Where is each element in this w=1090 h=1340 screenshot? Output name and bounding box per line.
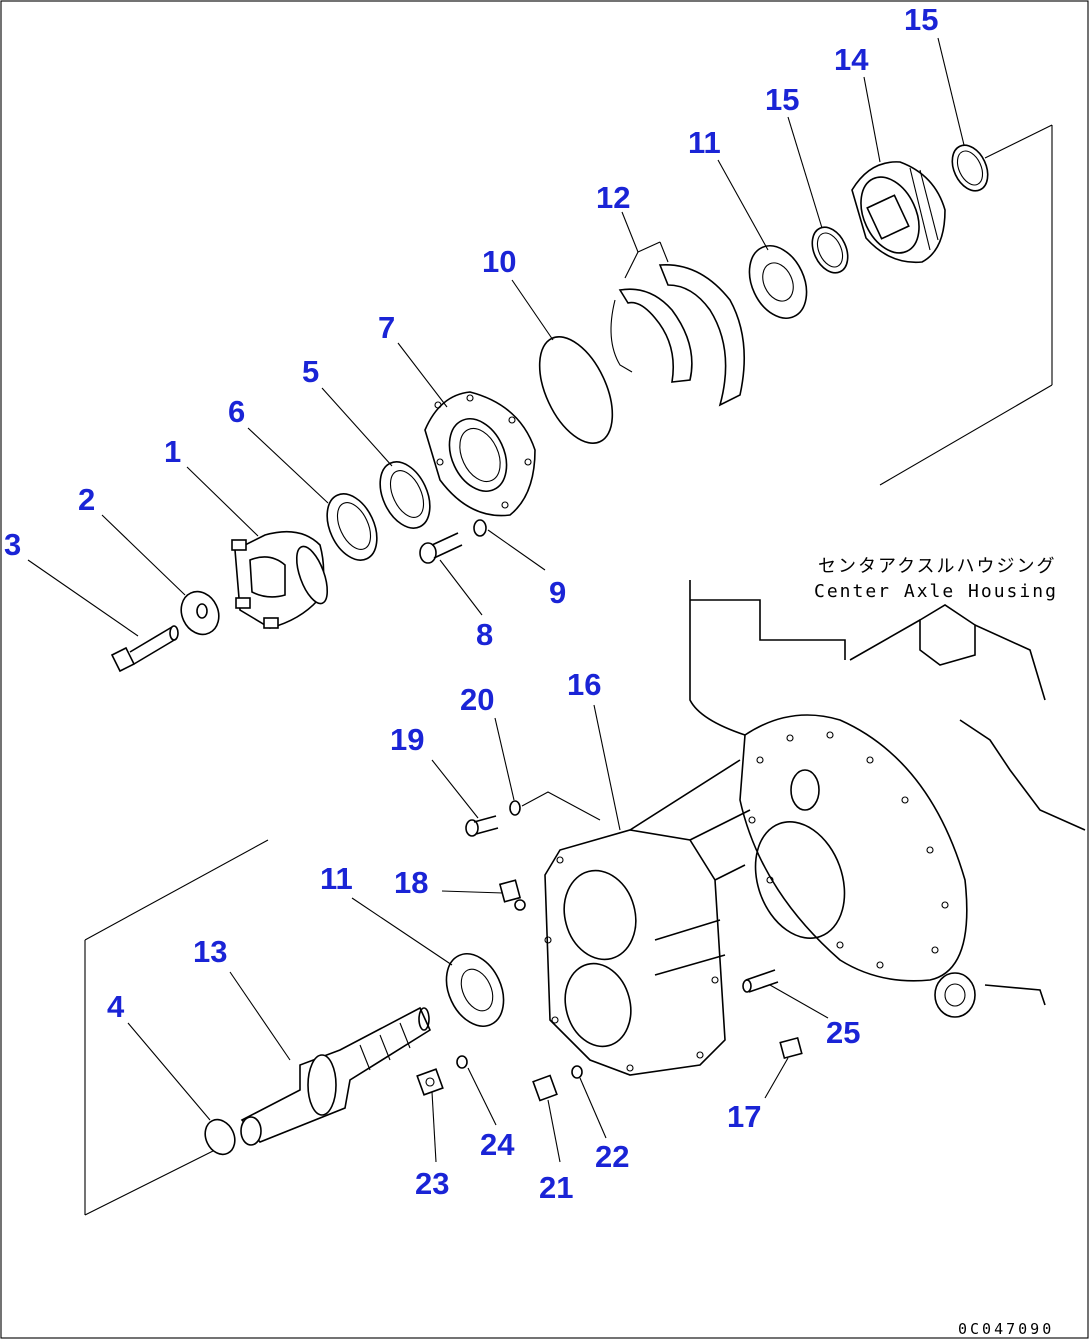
washer-part-2 — [180, 590, 220, 636]
plug-part-17 — [779, 1036, 803, 1060]
part-number-24: 24 — [480, 1127, 515, 1162]
washer-part-9 — [473, 519, 487, 537]
part-number-14: 14 — [834, 42, 869, 77]
pinion-shaft-part-13 — [240, 1006, 432, 1146]
roller-bearing-part-14 — [851, 161, 946, 264]
lower-bracket — [84, 839, 269, 1216]
snap-ring-part-15-a — [811, 226, 849, 274]
housing-label-japanese: センタアクスルハウジング — [818, 556, 1057, 577]
part-number-10: 10 — [482, 244, 516, 279]
bolt-part-19 — [465, 815, 499, 837]
seal-part-5 — [379, 461, 431, 529]
part-number-12: 12 — [596, 180, 630, 215]
part-number-3: 3 — [4, 527, 21, 562]
part-number-8: 8 — [476, 617, 493, 652]
part-number-25: 25 — [826, 1015, 860, 1050]
part-number-labels: 3 2 1 6 5 7 8 9 10 12 11 15 14 15 20 19 … — [4, 2, 938, 1205]
cage-part-7 — [424, 391, 536, 517]
upper-bracket — [879, 124, 1053, 486]
part-number-19: 19 — [390, 722, 424, 757]
part-number-13: 13 — [193, 934, 227, 969]
washer-part-20 — [509, 800, 521, 816]
part-number-23: 23 — [415, 1166, 449, 1201]
carrier-case-part-16 — [544, 759, 751, 1076]
part-number-11-lower: 11 — [320, 861, 353, 896]
part-number-21: 21 — [539, 1170, 573, 1205]
bolt-part-8 — [419, 532, 463, 564]
part-number-4: 4 — [107, 989, 125, 1024]
part-number-7: 7 — [378, 310, 395, 345]
shims-part-12 — [610, 241, 745, 407]
part-number-18: 18 — [394, 865, 428, 900]
seal-part-6 — [326, 493, 378, 561]
part-number-20: 20 — [460, 682, 494, 717]
snap-ring-part-15-b — [951, 144, 989, 192]
yoke-part-1 — [231, 530, 329, 629]
part-number-17: 17 — [727, 1099, 761, 1134]
part-number-2: 2 — [78, 482, 95, 517]
part-number-11-upper: 11 — [688, 125, 721, 160]
breather-part-18 — [498, 879, 526, 911]
plug-part-23 — [416, 1068, 444, 1096]
bolt-part-3 — [110, 625, 179, 673]
center-axle-housing — [689, 580, 1086, 1018]
bearing-part-11-upper — [748, 245, 808, 319]
part-number-9: 9 — [549, 575, 566, 610]
housing-flange — [739, 714, 968, 982]
document-code: 0C047090 — [958, 1320, 1054, 1338]
part-number-15-a: 15 — [765, 82, 799, 117]
oring-part-24 — [456, 1055, 468, 1069]
oring-part-22 — [571, 1065, 583, 1079]
dowel-pin-part-25 — [742, 969, 779, 993]
plug-part-21 — [532, 1074, 558, 1102]
housing-label-english: Center Axle Housing — [814, 581, 1058, 602]
bearing-part-11-lower — [445, 953, 505, 1027]
snap-ring-part-4 — [204, 1118, 236, 1156]
part-number-15-b: 15 — [904, 2, 938, 37]
part-number-16: 16 — [567, 667, 601, 702]
part-number-5: 5 — [302, 354, 319, 389]
leader-lines — [27, 37, 965, 1163]
part-number-1: 1 — [164, 434, 181, 469]
part-number-22: 22 — [595, 1139, 629, 1174]
part-number-6: 6 — [228, 394, 245, 429]
